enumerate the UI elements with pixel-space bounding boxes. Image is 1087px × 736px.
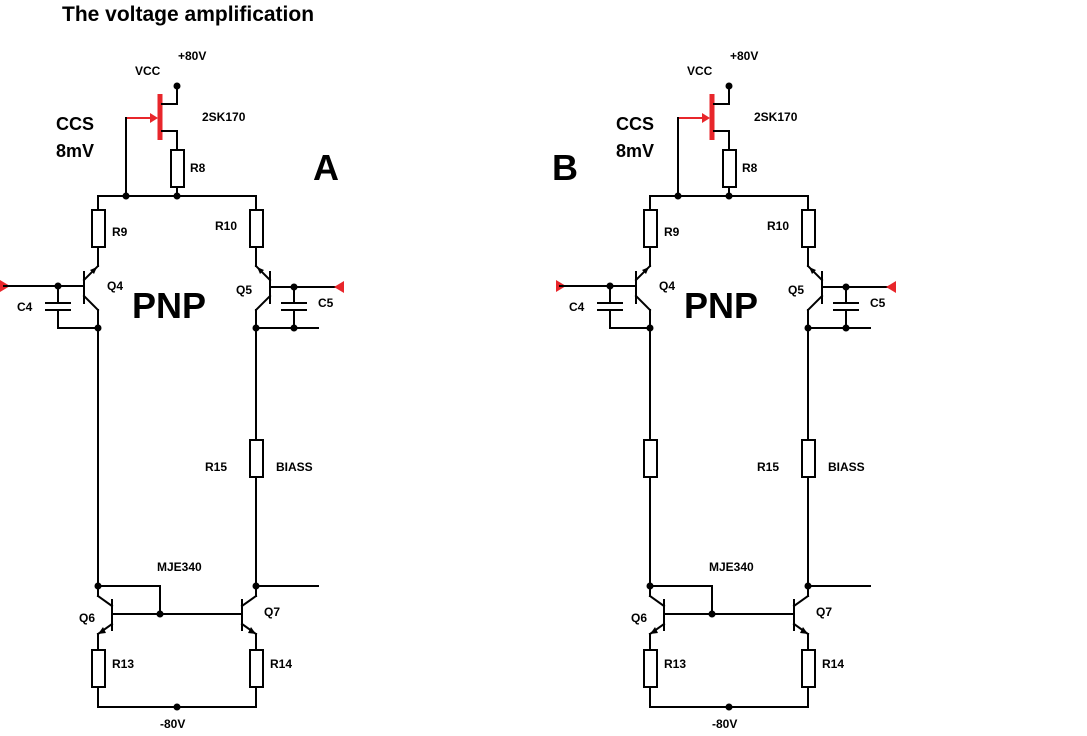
jfet-ccs <box>677 82 737 197</box>
jfet-label: 2SK170 <box>202 110 246 124</box>
q4-label: Q4 <box>659 279 675 293</box>
circuit-b: VCC +80V 2SK170 CCS 8mV R8 B R9 R10 Q4 Q… <box>552 49 896 731</box>
q6-label: Q6 <box>631 611 647 625</box>
circuit-a: VCC +80V 2SK170 CCS 8mV R8 A R9 R10 Q4 Q… <box>0 49 344 731</box>
circuit-letter: B <box>552 147 578 188</box>
c4-label: C4 <box>17 300 33 314</box>
vneg-label: -80V <box>712 717 737 731</box>
vcc-label: VCC <box>687 64 713 78</box>
c5-label: C5 <box>318 296 334 310</box>
transistor-type-label: PNP <box>132 285 206 326</box>
mje-label: MJE340 <box>157 560 202 574</box>
r14-label: R14 <box>822 657 844 671</box>
r9-label: R9 <box>112 225 128 239</box>
ccs-level-label: 8mV <box>616 141 654 161</box>
r13-label: R13 <box>664 657 686 671</box>
c4-label: C4 <box>569 300 585 314</box>
r8-label: R8 <box>190 161 206 175</box>
transistor-type-label: PNP <box>684 285 758 326</box>
r10-label: R10 <box>767 219 789 233</box>
vpos-label: +80V <box>730 49 758 63</box>
r9-label: R9 <box>664 225 680 239</box>
q7-label: Q7 <box>816 605 832 619</box>
r10-label: R10 <box>215 219 237 233</box>
q5-label: Q5 <box>788 283 804 297</box>
c5-label: C5 <box>870 296 886 310</box>
q6-label: Q6 <box>79 611 95 625</box>
q7-label: Q7 <box>264 605 280 619</box>
ccs-label: CCS <box>56 114 94 134</box>
vneg-label: -80V <box>160 717 185 731</box>
circuit-letter: A <box>313 147 339 188</box>
r15-label: R15 <box>205 460 227 474</box>
jfet-ccs <box>125 82 185 197</box>
r15-label: R15 <box>757 460 779 474</box>
ccs-label: CCS <box>616 114 654 134</box>
q5-label: Q5 <box>236 283 252 297</box>
r8-label: R8 <box>742 161 758 175</box>
mje-label: MJE340 <box>709 560 754 574</box>
bias-label: BIASS <box>828 460 865 474</box>
vpos-label: +80V <box>178 49 206 63</box>
jfet-label: 2SK170 <box>754 110 798 124</box>
r13-label: R13 <box>112 657 134 671</box>
bias-label: BIASS <box>276 460 313 474</box>
ccs-level-label: 8mV <box>56 141 94 161</box>
q4-label: Q4 <box>107 279 123 293</box>
page-title: The voltage amplification <box>62 3 314 26</box>
r14-label: R14 <box>270 657 292 671</box>
vcc-label: VCC <box>135 64 161 78</box>
